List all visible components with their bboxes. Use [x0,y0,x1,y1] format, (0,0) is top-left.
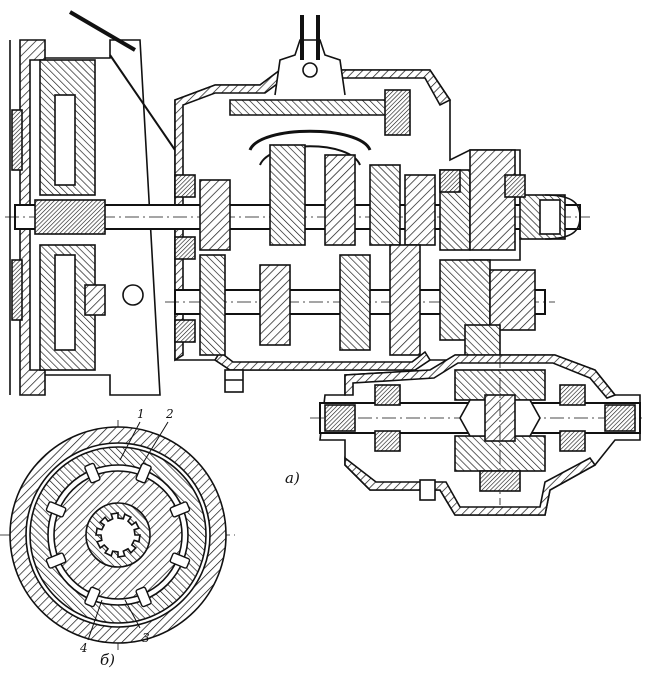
callout-4: 4 [79,641,88,655]
callout-leaders [87,421,169,641]
roller [169,501,191,518]
callout-3: 3 [142,631,150,645]
splined-coupling-section [0,420,235,650]
clutch-housing [9,10,176,396]
rollers [45,462,191,608]
roller [45,501,67,518]
roller [84,462,101,484]
roller [169,552,191,569]
roller [135,586,152,608]
transfer-case [310,330,645,516]
bearings [174,169,526,343]
main-shaft-gears [199,144,516,251]
label-view-b: б) [100,651,115,669]
label-view-a: а) [285,469,300,487]
roller [135,462,152,484]
gearbox-section-view [5,10,645,516]
callout-1: 1 [137,407,145,421]
roller [45,552,67,569]
roller [84,586,101,608]
callout-2: 2 [165,407,174,421]
shift-tower [229,15,411,166]
